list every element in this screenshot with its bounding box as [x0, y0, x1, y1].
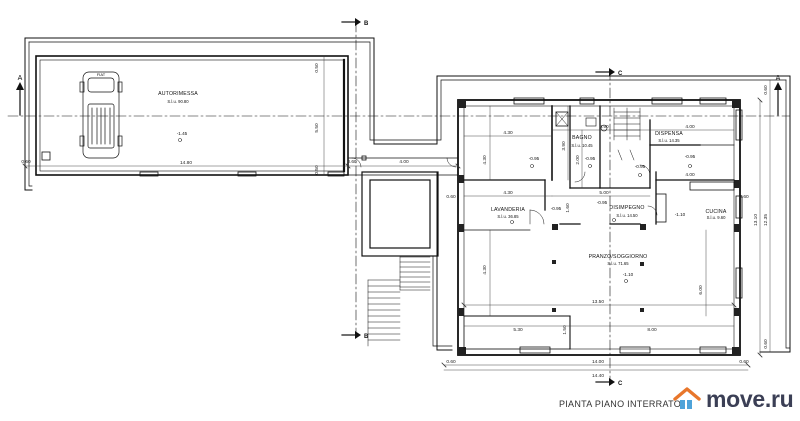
pranzo-name: PRANZO/SOGGIORNO — [589, 254, 648, 260]
dim-060-l2: 0.60 — [446, 194, 456, 200]
dim-garage-left: 0.60 — [21, 159, 31, 165]
bagno-area: S.l.u. 10.45 — [571, 143, 593, 148]
section-c-bottom: C — [618, 381, 623, 387]
dim-1310: 13.10 — [753, 214, 759, 226]
section-b-top: B — [364, 21, 369, 27]
lavanderia-name: LAVANDERIA — [491, 207, 525, 213]
dim-150: 1.50 — [562, 325, 568, 335]
plan-title: PIANTA PIANO INTERRATO — [559, 399, 681, 409]
autorimessa-name: AUTORIMESSA — [158, 91, 198, 97]
dim-160: 1.60 — [565, 203, 571, 213]
dim-200: 2.00 — [575, 155, 581, 165]
dim-1235: 12.35 — [763, 214, 769, 226]
car-icon — [79, 71, 123, 159]
dispensa-area: S.l.u. 14.35 — [658, 138, 680, 143]
dim-600-v: 6.00 — [698, 285, 704, 295]
axis-a-left: A — [18, 75, 23, 82]
dim-430-a: 4.30 — [503, 130, 513, 136]
extra-level-1: -0.95 — [529, 156, 540, 161]
dim-390: 3.90 — [561, 141, 567, 151]
watermark[interactable]: move.ru — [672, 385, 794, 413]
dimension-labels: 14.80 5.50 0.60 0.60 0.50 0.50 4.00 4.30… — [21, 63, 769, 379]
dim-1400: 14.00 — [592, 359, 604, 365]
dim-garage-right: 0.60 — [347, 159, 357, 165]
room-labels: AUTORIMESSA S.l.u. 90.80 -1.45 BAGNO S.l… — [97, 72, 727, 277]
car-label: FIAT — [97, 72, 106, 77]
dim-400-a: 4.00 — [685, 124, 695, 130]
pranzo-level: -1.10 — [623, 272, 634, 277]
corridor — [347, 155, 459, 176]
dim-garage-inner-a: 0.50 — [314, 63, 320, 73]
dim-060-r2: 0.60 — [739, 194, 749, 200]
dim-garage-height: 5.50 — [314, 123, 320, 133]
dim-430-b: 4.30 — [503, 190, 513, 196]
section-c-top: C — [618, 71, 623, 77]
dim-link-width: 4.00 — [399, 159, 409, 165]
bagno-level: -0.95 — [585, 156, 596, 161]
dim-500: 5.00 — [599, 190, 609, 196]
cucina-level: -1.10 — [675, 212, 686, 217]
dim-430-v1: 4.30 — [482, 155, 488, 165]
dim-890: 8.90 — [599, 124, 609, 130]
pranzo-area: S.l.u. 71.65 — [607, 261, 629, 266]
dim-430-v2: 4.30 — [482, 265, 488, 275]
dim-1440: 14.40 — [592, 373, 604, 379]
bagno-name: BAGNO — [572, 135, 592, 141]
section-lines — [7, 21, 791, 381]
dispensa-level: -0.95 — [685, 154, 696, 159]
dim-060-top2: 0.60 — [763, 339, 769, 349]
extra-level-2: -0.95 — [635, 164, 646, 169]
disimpegno-area: S.l.u. 14.50 — [616, 213, 638, 218]
lavanderia-area: S.l.u. 36.85 — [497, 214, 519, 219]
dim-060-l: 0.60 — [446, 359, 456, 365]
dimension-lines — [22, 55, 771, 371]
dim-530: 5.30 — [513, 327, 523, 333]
dim-garage-width: 14.80 — [180, 160, 192, 166]
house-icon — [673, 387, 701, 409]
axis-a-right: A — [776, 75, 781, 82]
dim-060-top: 0.60 — [763, 85, 769, 95]
dim-060-r: 0.60 — [739, 359, 749, 365]
section-b-bottom: B — [364, 334, 369, 340]
doors — [529, 164, 658, 225]
autorimessa-area: S.l.u. 90.80 — [167, 99, 189, 104]
lavanderia-level: -0.95 — [551, 206, 562, 211]
cucina-area: S.l.u. 9.60 — [707, 215, 727, 220]
dim-400-b: 4.00 — [685, 172, 695, 178]
section-labels: B B C C A A — [18, 21, 781, 387]
dim-1350: 13.50 — [592, 299, 604, 305]
stair-block — [361, 171, 453, 351]
level-markers — [178, 138, 692, 283]
autorimessa-level: -1.45 — [177, 131, 188, 136]
interior-walls — [463, 105, 735, 350]
dispensa-name: DISPENSA — [655, 131, 683, 137]
dim-800: 8.00 — [647, 327, 657, 333]
cucina-name: CUCINA — [705, 209, 726, 215]
garage-outline — [24, 37, 791, 191]
disimpegno-level: -0.95 — [597, 200, 608, 205]
watermark-text: move.ru — [706, 385, 794, 412]
dim-garage-inner-b: 0.50 — [314, 165, 320, 175]
disimpegno-name: DISIMPEGNO — [609, 205, 644, 211]
house-outline — [457, 75, 791, 356]
